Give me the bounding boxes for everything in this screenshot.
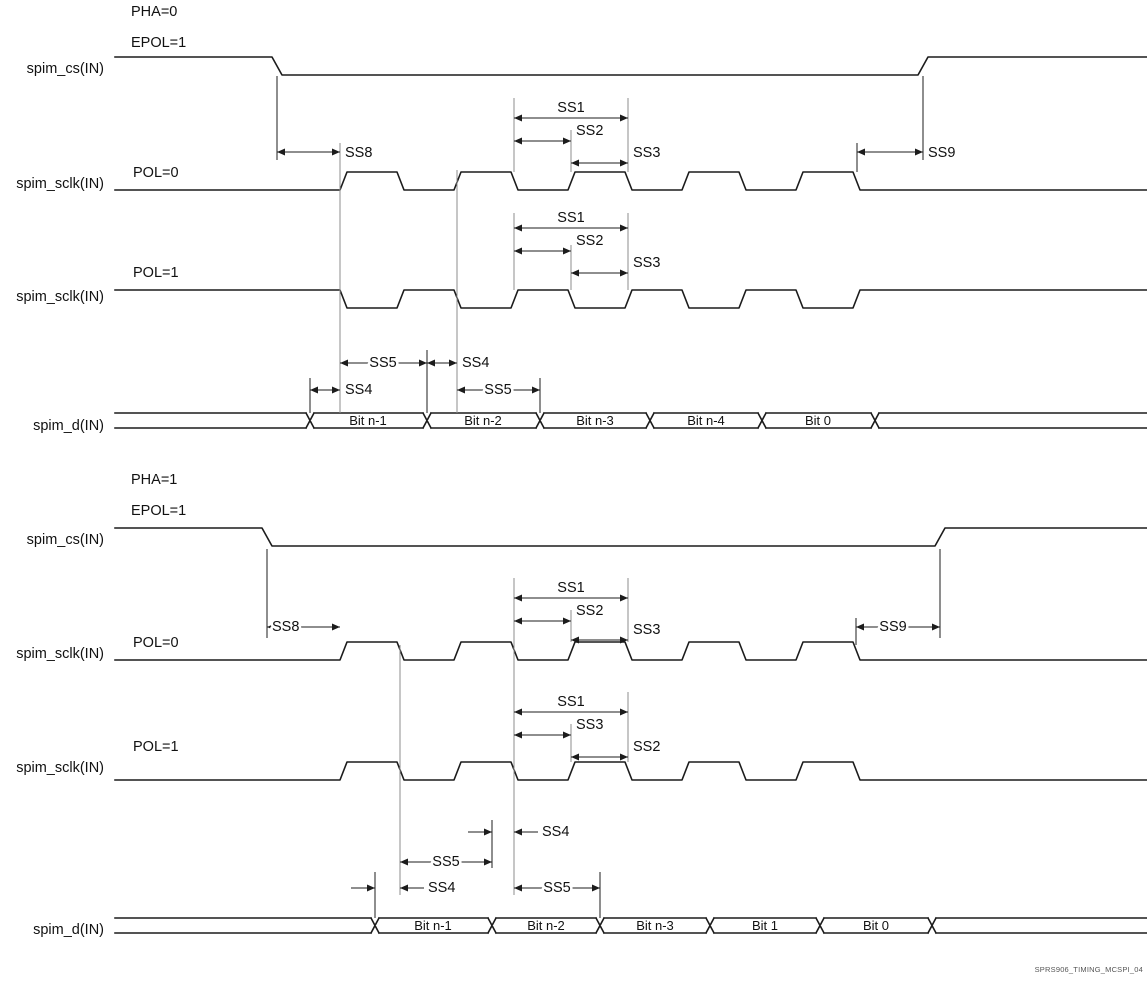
ss2-label: SS2 (576, 233, 603, 249)
pha0-data-bus-waveform (114, 411, 1147, 430)
ss1-label: SS1 (557, 210, 584, 226)
ss5-label: SS5 (432, 854, 459, 870)
ss4-label: SS4 (542, 824, 569, 840)
pha1-cs-signal-label: spim_cs(IN) (27, 532, 104, 548)
ss9-label: SS9 (879, 619, 906, 635)
pha0-sclk-pol0-waveform (114, 171, 1147, 191)
ss5-label: SS5 (543, 880, 570, 896)
ss1-label: SS1 (557, 580, 584, 596)
ss1-label: SS1 (557, 100, 584, 116)
pha1-epol-label: EPOL=1 (131, 503, 186, 519)
pha1-edge-ticks (266, 549, 941, 918)
ss3-label: SS3 (633, 255, 660, 271)
ss3-label: SS3 (576, 717, 603, 733)
pha1-mode-label: PHA=1 (131, 472, 177, 488)
pha0-bit-label: Bit n-2 (464, 413, 502, 428)
pha1-pol1-label: POL=1 (133, 739, 179, 755)
pha0-bit-label: Bit n-4 (687, 413, 725, 428)
pha1-cs-waveform (114, 527, 1147, 547)
pha1-data-bus-waveform (114, 916, 1147, 935)
ss3-label: SS3 (633, 622, 660, 638)
pha0-pol1-label: POL=1 (133, 265, 179, 281)
pha0-sclk-pol1-waveform (114, 289, 1147, 309)
pha0-measurements: SS8 SS9 SS1 SS2 SS3 SS1 SS2 SS3 SS5 SS4 … (277, 100, 955, 401)
pha1-sclk-pol1-signal-label: spim_sclk(IN) (16, 760, 104, 776)
ss2-label: SS2 (633, 739, 660, 755)
ss5-label: SS5 (369, 355, 396, 371)
pha1-sclk-pol1-waveform (114, 761, 1147, 781)
pha0-sclk-pol1-signal-label: spim_sclk(IN) (16, 289, 104, 305)
ss5-label: SS5 (484, 382, 511, 398)
ss4-label: SS4 (345, 382, 372, 398)
pha1-bit-label: Bit 0 (863, 918, 889, 933)
pha0-bit-label: Bit n-1 (349, 413, 387, 428)
pha0-cs-signal-label: spim_cs(IN) (27, 61, 104, 77)
ss1-label: SS1 (557, 694, 584, 710)
pha1-bit-label: Bit n-3 (636, 918, 674, 933)
pha1-bit-label: Bit 1 (752, 918, 778, 933)
pha1-reference-lines (399, 578, 629, 895)
ss2-label: SS2 (576, 123, 603, 139)
pha0-cs-waveform (114, 56, 1147, 76)
pha0-bit-label: Bit 0 (805, 413, 831, 428)
pha0-mode-label: PHA=0 (131, 4, 177, 20)
pha0-bit-label: Bit n-3 (576, 413, 614, 428)
ss3-label: SS3 (633, 145, 660, 161)
diagram-pha0: PHA=0 EPOL=1 spim_cs(IN) POL=0 spim_sclk… (16, 4, 1147, 434)
diagram-pha1: PHA=1 EPOL=1 spim_cs(IN) POL=0 spim_sclk… (16, 472, 1147, 938)
pha1-pol0-label: POL=0 (133, 635, 179, 651)
pha1-bit-label: Bit n-2 (527, 918, 565, 933)
pha1-sclk-pol0-signal-label: spim_sclk(IN) (16, 646, 104, 662)
pha0-sclk-pol0-signal-label: spim_sclk(IN) (16, 176, 104, 192)
ss4-label: SS4 (428, 880, 455, 896)
pha0-epol-label: EPOL=1 (131, 35, 186, 51)
ss4-label: SS4 (462, 355, 489, 371)
ss2-label: SS2 (576, 603, 603, 619)
ss8-label: SS8 (345, 145, 372, 161)
pha0-data-signal-label: spim_d(IN) (33, 418, 104, 434)
pha0-pol0-label: POL=0 (133, 165, 179, 181)
figure-id-watermark: SPRS906_TIMING_MCSPI_04 (1035, 965, 1143, 974)
ss9-label: SS9 (928, 145, 955, 161)
pha1-sclk-pol0-waveform (114, 641, 1147, 661)
pha1-bit-label: Bit n-1 (414, 918, 452, 933)
ss8-label: SS8 (272, 619, 299, 635)
pha0-edge-ticks (276, 76, 924, 413)
pha1-measurements: SS8 SS9 SS1 SS2 SS3 SS1 SS3 SS2 SS4 SS5 … (267, 580, 940, 899)
pha1-data-signal-label: spim_d(IN) (33, 922, 104, 938)
